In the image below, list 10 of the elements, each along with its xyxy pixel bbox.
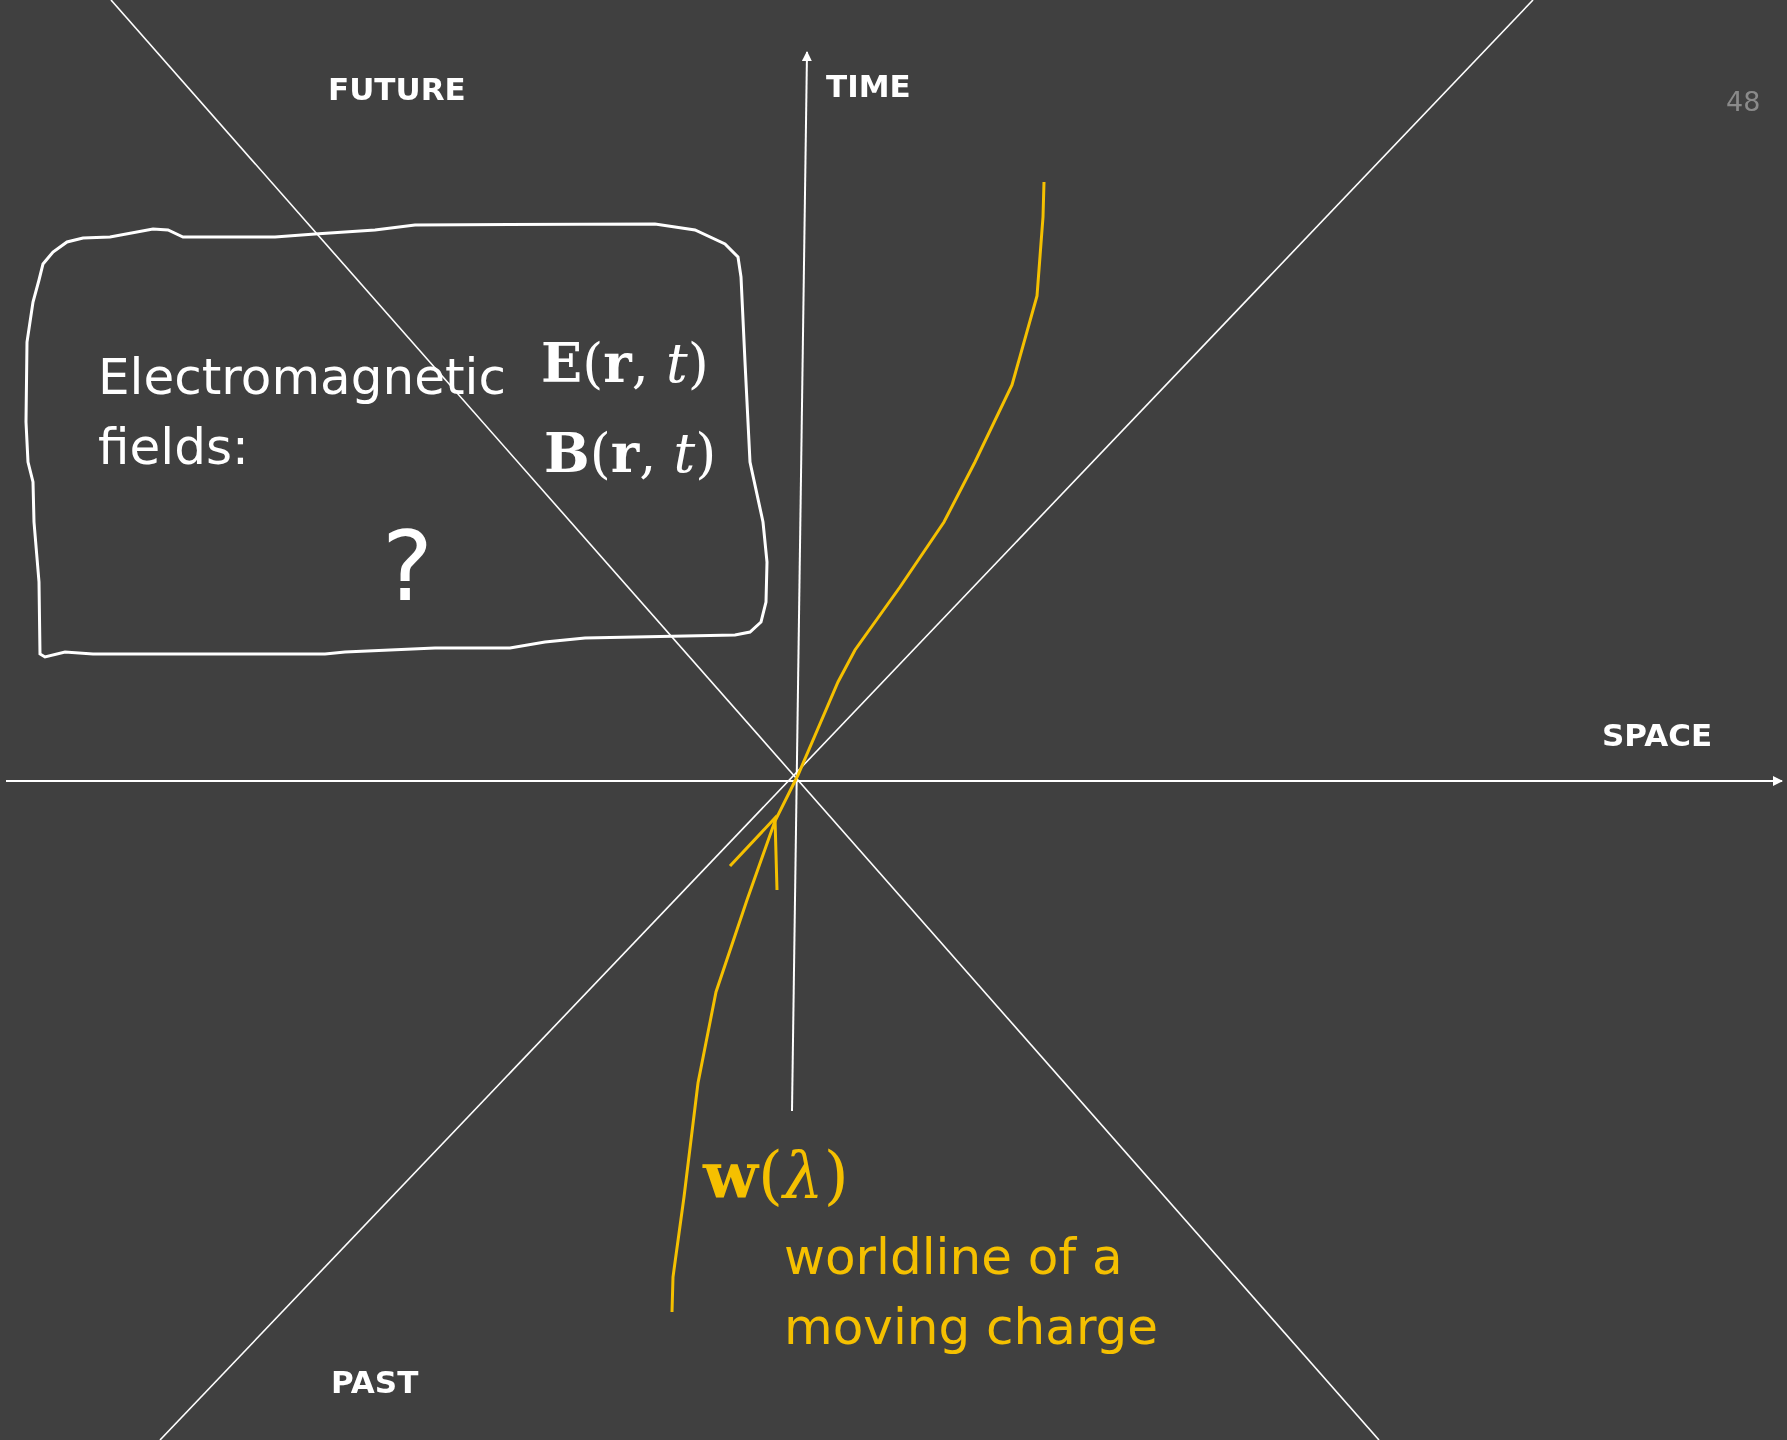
question-mark: ? <box>382 512 433 623</box>
region-label: FUTURE <box>328 72 466 108</box>
worldline-caption: worldline of a moving charge <box>784 1227 1160 1358</box>
region-label: PAST <box>331 1365 419 1401</box>
page-number: 48 <box>1726 86 1761 118</box>
axis-label: TIME <box>826 69 911 105</box>
field-formula: E(r, t) <box>541 332 709 396</box>
field-formula: B(r, t) <box>544 422 717 486</box>
worldline-formula: w(λ) <box>703 1138 849 1213</box>
axis-label: SPACE <box>1602 718 1713 754</box>
